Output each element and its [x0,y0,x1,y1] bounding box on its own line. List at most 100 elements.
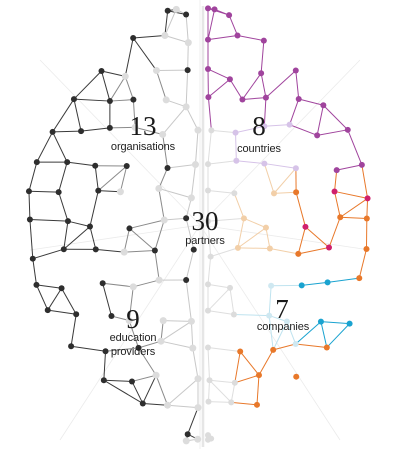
network-node [188,194,195,201]
network-edge [64,226,90,249]
network-edge [124,251,155,253]
network-edge [156,70,166,99]
network-edge [317,105,323,135]
network-edge [29,191,30,219]
network-edge [125,76,133,99]
network-node [101,377,107,383]
network-node [334,167,340,173]
network-edge [96,249,124,252]
partners-label: partners [160,235,250,249]
network-edge [264,164,296,169]
network-edge [229,15,237,35]
network-node [93,246,99,252]
countries-label: countries [214,143,304,157]
network-node [73,311,79,317]
network-node [27,217,33,223]
network-node [92,163,98,169]
network-node [45,307,51,313]
network-edge [133,38,156,70]
network-edge [163,321,191,322]
network-edge [305,227,329,248]
network-edge [302,282,328,285]
network-edge [102,71,126,76]
network-node [195,127,202,134]
network-edge [208,79,230,97]
network-node [165,165,171,171]
organisations-count: 13 [118,113,168,140]
network-node [33,282,39,288]
network-edge [208,130,211,164]
network-edge [242,98,265,100]
network-edge [168,165,196,168]
companies-label: companies [238,321,328,335]
network-node [160,317,167,324]
network-node [205,187,211,193]
network-edge [264,164,274,194]
network-node [173,6,180,13]
network-edge [335,191,341,217]
network-edge [129,220,164,228]
network-node [270,347,276,353]
network-edge [210,380,232,402]
network-node [239,96,245,102]
network-edge [159,189,192,198]
network-node [208,254,214,260]
network-node [156,277,163,284]
network-edge [188,43,189,71]
network-edge [362,165,368,199]
network-edge [235,352,240,383]
countries-count: 8 [234,113,284,140]
network-edge [37,132,53,162]
network-node [185,431,191,437]
network-edge [68,221,90,226]
network-node [205,66,211,72]
network-node [256,372,262,378]
network-edge [125,38,133,76]
network-node [163,96,170,103]
network-edge [133,280,159,287]
network-edge [159,189,164,221]
network-node [234,32,240,38]
network-node [95,188,101,194]
network-node [293,374,299,380]
education-providers-label: education providers [88,332,178,360]
network-edge [323,105,347,130]
network-node [183,437,190,444]
network-edge [129,228,154,250]
education-label-line2: providers [111,346,155,358]
network-node [320,102,326,108]
network-edge [266,70,296,97]
network-edge [186,70,188,107]
network-edge [208,69,230,79]
network-edge [208,311,234,315]
network-edge [98,166,126,191]
network-edge [211,130,235,132]
network-node [65,218,71,224]
network-edge [270,248,298,253]
network-edge [208,288,230,311]
network-edge [273,344,295,350]
network-edge [59,162,68,192]
network-edge [186,107,198,130]
network-node [107,98,113,104]
network-node [237,349,243,355]
network-edge [211,248,238,257]
network-node [30,256,36,262]
network-edge [208,9,215,39]
network-edge [102,71,110,101]
network-node [68,343,74,349]
network-node [258,70,264,76]
network-edge [235,375,259,383]
network-node [99,68,105,74]
network-node [153,67,160,74]
network-node [231,190,237,196]
network-edge [195,130,198,164]
network-node [293,165,299,171]
network-node [205,37,211,43]
network-edge [143,375,156,403]
network-edge [156,375,167,405]
network-node [231,311,237,317]
network-edge [230,79,243,99]
network-node [293,67,299,73]
network-edge [290,99,299,125]
